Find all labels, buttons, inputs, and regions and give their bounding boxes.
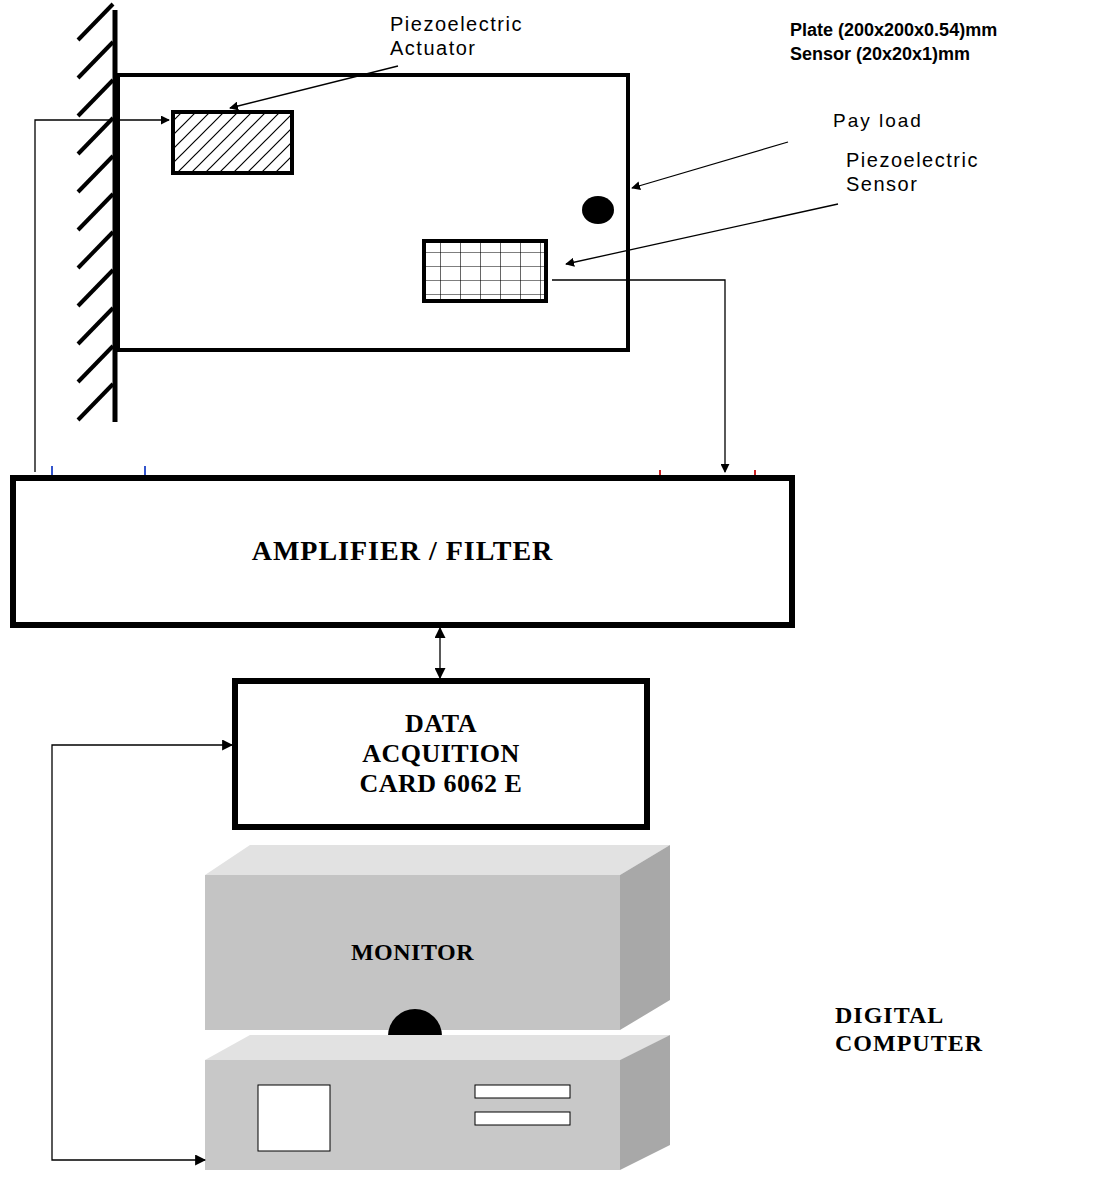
piezo-actuator: [173, 112, 292, 173]
signal-connector: [52, 745, 232, 1160]
leader-line: [632, 142, 788, 188]
monitor-screen: MONITOR: [205, 875, 620, 1030]
piezo-sensor: [424, 241, 546, 301]
daq-card-box: DATA ACQUITION CARD 6062 E: [232, 678, 650, 830]
component-label: Piezoelectric Sensor: [846, 148, 1006, 196]
leader-line: [230, 66, 398, 108]
sensor-wire: [552, 280, 725, 472]
dimension-label: Plate (200x200x0.54)mm: [790, 20, 1102, 42]
payload-mass: [582, 196, 614, 224]
component-label: Pay load: [833, 110, 983, 133]
signal-connector: [439, 628, 440, 678]
dimension-label: Sensor (20x20x1)mm: [790, 44, 1102, 66]
plate: [118, 75, 628, 350]
fixed-wall: [78, 4, 115, 422]
computer-shape: [205, 1035, 670, 1170]
computer-unit: DIGITAL COMPUTER: [205, 1060, 620, 1170]
node-label: DIGITAL COMPUTER: [835, 1002, 983, 1057]
node-label: DATA ACQUITION CARD 6062 E: [349, 709, 534, 799]
node-label: MONITOR: [351, 939, 474, 967]
leader-line: [566, 204, 838, 264]
component-label: Piezoelectric Actuator: [390, 12, 590, 60]
actuator-wire: [35, 120, 169, 472]
monitor-shape: [205, 845, 670, 1063]
amplifier-box: AMPLIFIER / FILTER: [10, 475, 795, 628]
node-label: AMPLIFIER / FILTER: [252, 535, 554, 567]
